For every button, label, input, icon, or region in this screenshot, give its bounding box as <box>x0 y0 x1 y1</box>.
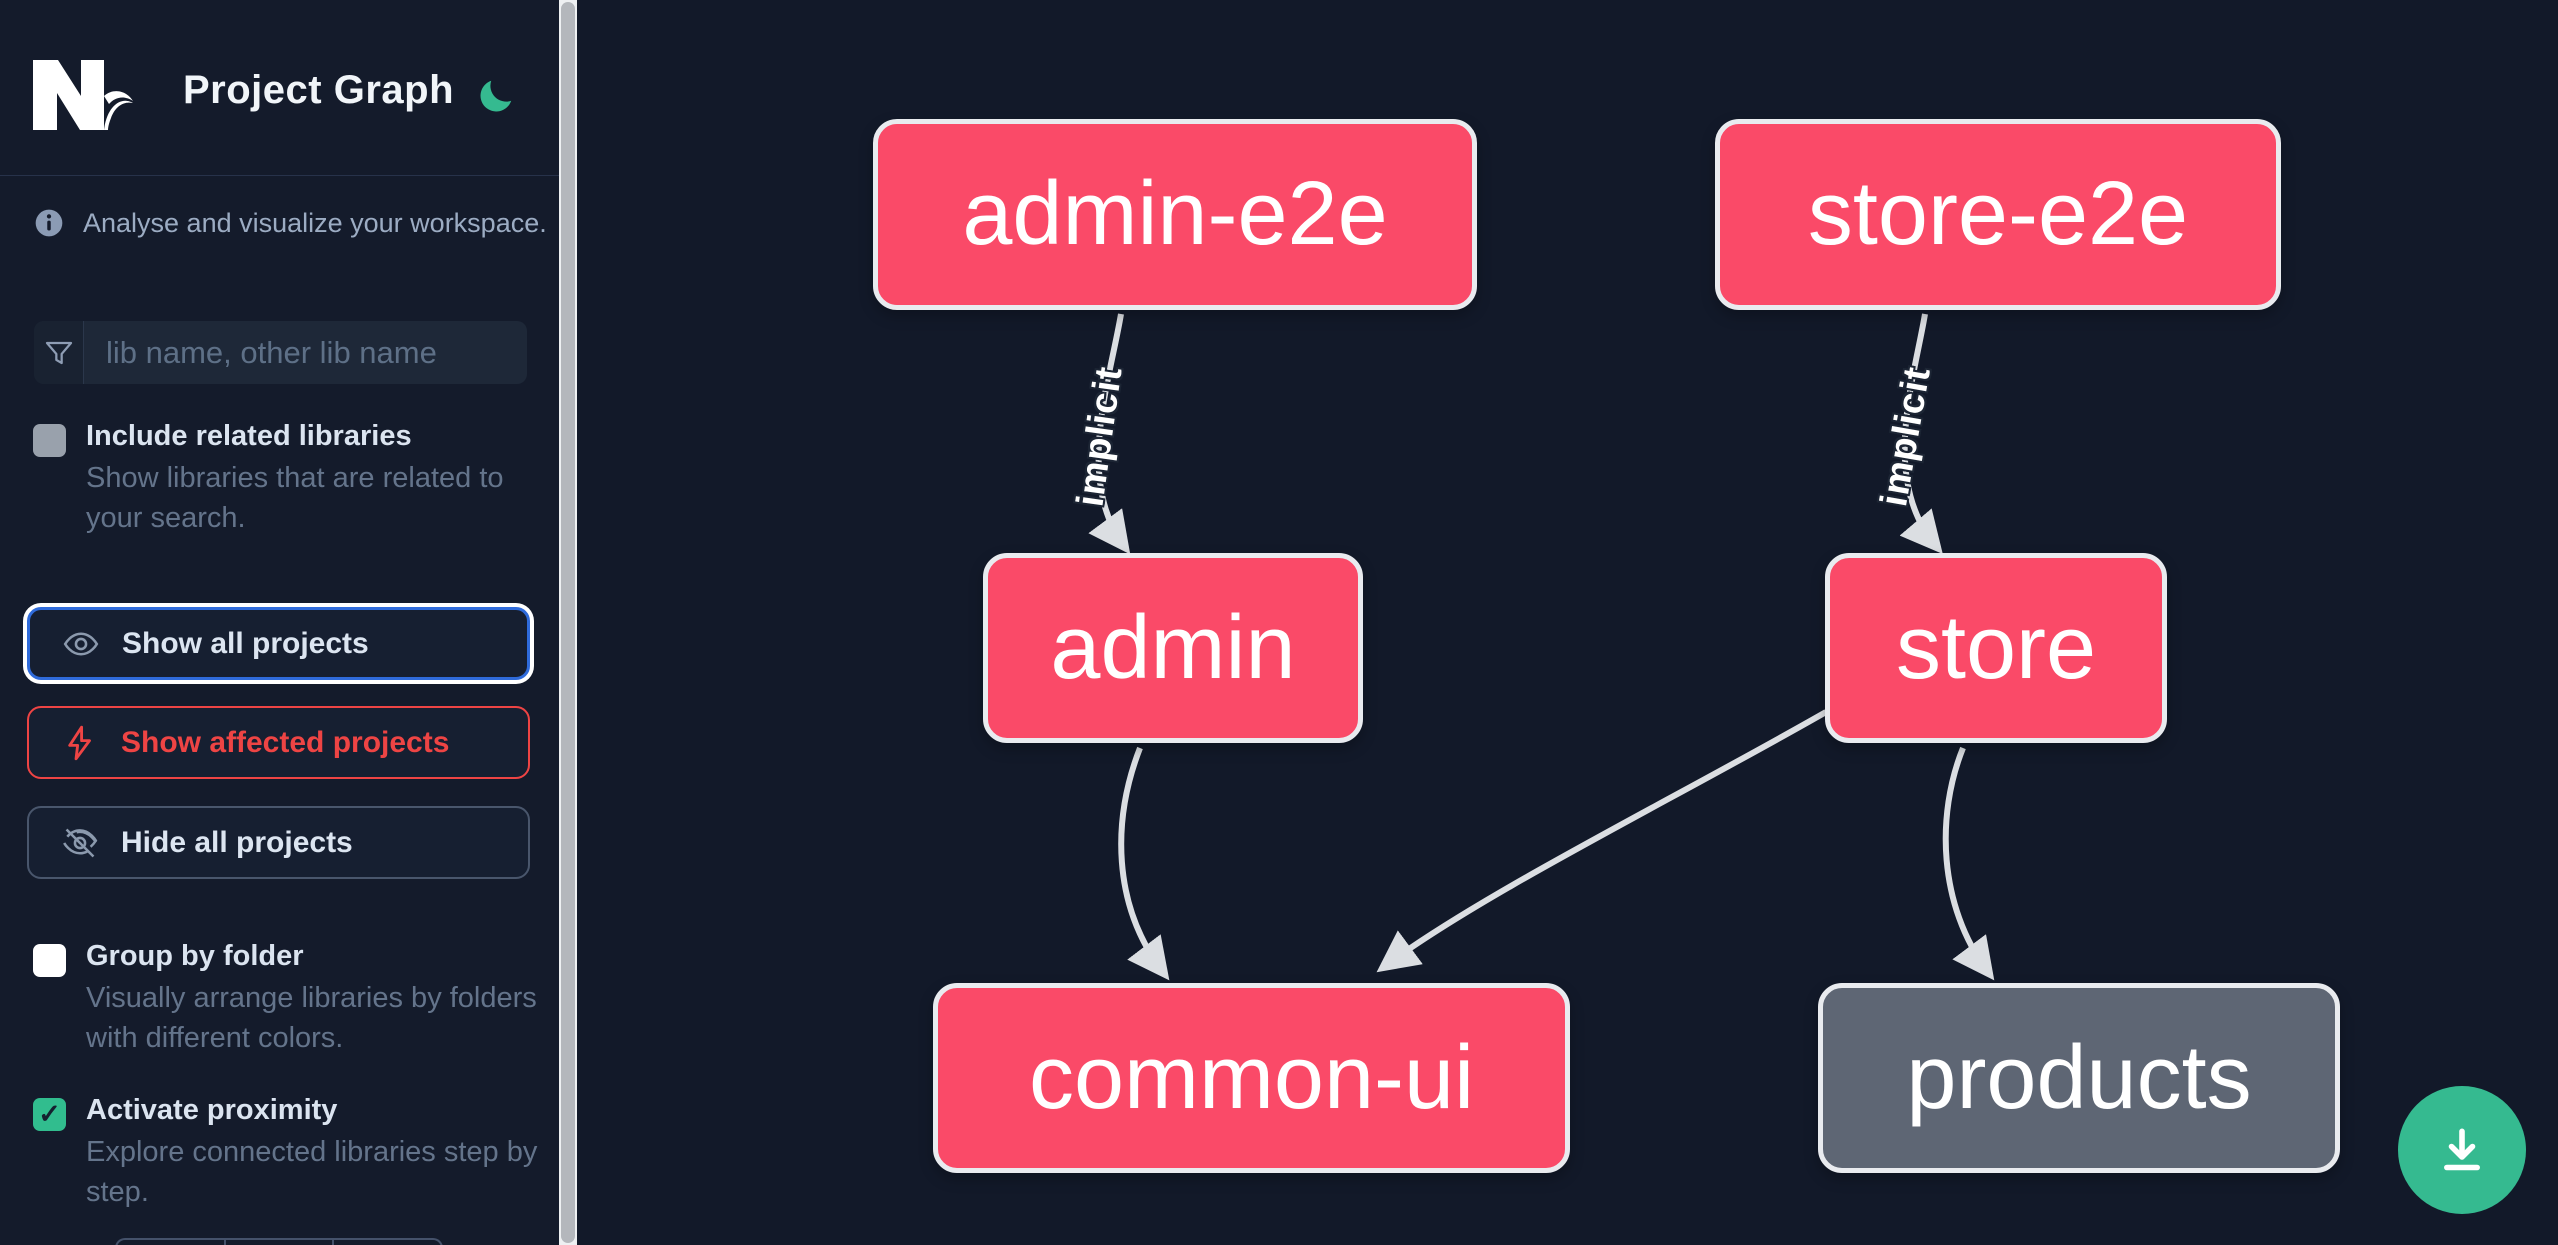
toggle-description: Show libraries that are related to your … <box>86 462 504 534</box>
toggle-label: Include related libraries <box>86 420 412 452</box>
node-label: common-ui <box>1028 1027 1475 1128</box>
workspace-tagline-row: Analyse and visualize your workspace. <box>33 205 547 241</box>
show-affected-projects-button[interactable]: Show affected projects <box>27 706 530 779</box>
node-label: products <box>1906 1027 2252 1128</box>
scrollbar-thumb[interactable] <box>561 2 575 1243</box>
info-icon <box>35 209 63 237</box>
eye-icon <box>63 631 99 656</box>
node-label: store <box>1895 597 2097 698</box>
toggle-description: Explore connected libraries step by step… <box>86 1136 538 1208</box>
graph-node-products[interactable]: products <box>1818 983 2340 1173</box>
button-label: Hide all projects <box>121 825 353 859</box>
sidebar-scrollbar <box>559 0 577 1245</box>
eye-off-icon <box>63 828 98 857</box>
graph-node-admin-e2e[interactable]: admin-e2e <box>873 119 1477 310</box>
node-label: admin <box>1050 597 1296 698</box>
checkbox-include-related-libraries[interactable] <box>33 424 66 457</box>
download-icon <box>2444 1128 2480 1171</box>
search-input[interactable] <box>84 321 527 384</box>
checkbox-activate-proximity[interactable]: ✓ <box>33 1098 66 1131</box>
sidebar-header: Project Graph <box>0 0 559 176</box>
button-label: Show affected projects <box>121 725 450 759</box>
checkbox-group-by-folder[interactable] <box>33 944 66 977</box>
hide-all-projects-button[interactable]: Hide all projects <box>27 806 530 879</box>
nx-logo-icon <box>33 60 133 130</box>
page-title: Project Graph <box>183 68 455 112</box>
download-image-button[interactable] <box>2398 1086 2526 1214</box>
toggle-description: Visually arrange libraries by folders wi… <box>86 982 537 1054</box>
toggle-label: Group by folder <box>86 940 304 972</box>
sidebar: Project Graph Analyse and visualize your… <box>0 0 559 1245</box>
button-label: Show all projects <box>122 626 369 660</box>
segment[interactable] <box>334 1240 441 1245</box>
graph-node-store-e2e[interactable]: store-e2e <box>1715 119 2281 310</box>
node-label: store-e2e <box>1807 164 2189 264</box>
show-all-projects-button[interactable]: Show all projects <box>27 607 530 680</box>
graph-node-store[interactable]: store <box>1825 553 2167 743</box>
workspace-tagline: Analyse and visualize your workspace. <box>83 208 547 238</box>
proximity-depth-segmented-control[interactable] <box>115 1238 443 1245</box>
filter-funnel-icon <box>34 321 84 384</box>
graph-node-admin[interactable]: admin <box>983 553 1363 743</box>
project-filter <box>34 321 527 384</box>
toggle-label: Activate proximity <box>86 1094 338 1126</box>
segment[interactable] <box>226 1240 335 1245</box>
graph-node-common-ui[interactable]: common-ui <box>933 983 1570 1173</box>
theme-toggle-moon-icon[interactable] <box>474 74 518 118</box>
segment[interactable] <box>117 1240 226 1245</box>
node-label: admin-e2e <box>962 164 1388 264</box>
lightning-bolt-icon <box>68 725 91 760</box>
